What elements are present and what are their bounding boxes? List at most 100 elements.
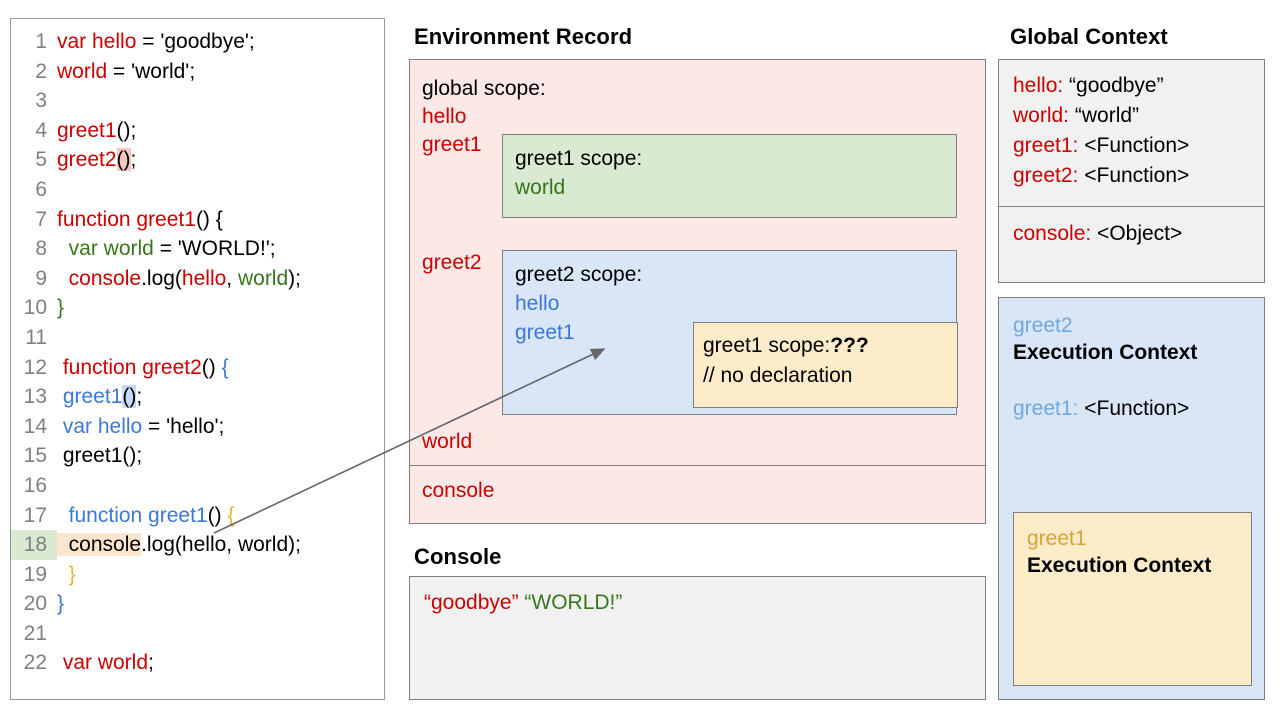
code-line-number: 20: [23, 592, 47, 616]
code-token: = 'hello';: [142, 414, 225, 438]
code-line-text: var world = 'WORLD!';: [57, 234, 276, 264]
code-line[interactable]: 15 greet1();: [11, 441, 384, 471]
code-token: var world: [57, 237, 154, 261]
environment-record-global-section: global scope: hello greet1 greet2 world …: [410, 60, 985, 466]
code-token: ();: [116, 118, 137, 142]
code-token: function greet1: [57, 207, 196, 231]
greet2-scope-var-hello: hello: [515, 292, 560, 315]
greet1-inner-scope-comment: // no declaration: [703, 364, 853, 387]
code-token: world: [237, 266, 289, 290]
code-line[interactable]: 3: [11, 86, 384, 116]
code-token: }: [57, 562, 76, 586]
global-context-panel: hello: “goodbye”world: “world”greet1: <F…: [998, 59, 1265, 283]
code-token: .log(hello, world);: [141, 533, 301, 557]
code-line[interactable]: 10}: [11, 293, 384, 323]
global-binding-value: <Function>: [1078, 164, 1190, 187]
code-line-number: 12: [23, 355, 47, 379]
code-token: ;: [130, 148, 137, 172]
global-context-title: Global Context: [1010, 24, 1168, 49]
code-line-number: 6: [35, 177, 47, 201]
code-line-text: }: [57, 560, 76, 590]
code-line[interactable]: 6: [11, 175, 384, 205]
code-line[interactable]: 19 }: [11, 560, 384, 590]
code-token: world: [57, 59, 108, 83]
code-token: greet2: [57, 148, 117, 172]
code-token: (): [201, 355, 222, 379]
console-panel: “goodbye” “WORLD!”: [409, 576, 986, 700]
code-line[interactable]: 12 function greet2() {: [11, 353, 384, 383]
code-line[interactable]: 14 var hello = 'hello';: [11, 412, 384, 442]
code-line-number: 11: [25, 325, 47, 349]
environment-record-console-section: console: [410, 466, 985, 523]
environment-record-title: Environment Record: [414, 24, 633, 49]
global-binding-key: greet1:: [1013, 134, 1079, 157]
code-line[interactable]: 20}: [11, 589, 384, 619]
greet2-ec-binding-key: greet1:: [1013, 397, 1079, 420]
greet2-execution-context-binding: greet1: <Function>: [1013, 397, 1189, 421]
code-line[interactable]: 11: [11, 323, 384, 353]
greet2-execution-context-subtitle: Execution Context: [1013, 341, 1198, 364]
global-scope-label: global scope:: [422, 77, 546, 100]
code-line-text: function greet2() {: [57, 353, 229, 383]
code-line[interactable]: 9 console.log(hello, world);: [11, 264, 384, 294]
code-line-text: greet1();: [57, 116, 136, 146]
code-token: greet1: [57, 385, 123, 409]
code-token: hello: [181, 266, 227, 290]
code-token: greet1: [57, 118, 117, 142]
code-token: console: [57, 533, 142, 557]
code-token: var hello: [57, 414, 143, 438]
code-token: () {: [195, 207, 223, 231]
global-context-binding-row: world: “world”: [1013, 101, 1264, 131]
env-binding-greet1: greet1: [422, 133, 482, 156]
code-line-number: 5: [35, 148, 47, 172]
code-line[interactable]: 18 console.log(hello, world);: [11, 530, 384, 560]
code-line-text: console.log(hello, world);: [57, 530, 301, 560]
global-console-value: <Object>: [1091, 222, 1183, 245]
code-line[interactable]: 8 var world = 'WORLD!';: [11, 234, 384, 264]
code-line[interactable]: 17 function greet1() {: [11, 501, 384, 531]
console-title: Console: [414, 544, 502, 569]
code-line-number: 17: [23, 503, 47, 527]
code-token: function greet2: [57, 355, 202, 379]
code-line-text: greet2();: [57, 145, 136, 175]
greet1-scope-box: greet1 scope: world: [502, 134, 957, 218]
console-output-token: “WORLD!”: [518, 591, 623, 614]
code-token: {: [221, 355, 229, 379]
global-console-key: console:: [1013, 222, 1092, 245]
global-binding-value: “world”: [1069, 104, 1140, 127]
greet2-scope-title: greet2 scope:: [515, 263, 643, 286]
code-token: function greet1: [57, 503, 208, 527]
code-token: .log(: [141, 266, 182, 290]
code-token: (): [207, 503, 228, 527]
global-context-binding-row: greet1: <Function>: [1013, 131, 1264, 161]
greet2-execution-context-name: greet2: [1013, 314, 1073, 337]
code-token: (): [122, 385, 137, 409]
greet2-ec-binding-value: <Function>: [1078, 397, 1190, 420]
code-token: var hello: [57, 30, 137, 53]
code-line-number: 13: [23, 385, 47, 409]
global-context-object-binding: console: <Object>: [999, 207, 1264, 249]
global-context-bindings: hello: “goodbye”world: “world”greet1: <F…: [999, 60, 1264, 207]
code-line[interactable]: 13 greet1();: [11, 382, 384, 412]
code-line-number: 9: [35, 266, 47, 290]
env-binding-hello: hello: [422, 105, 467, 128]
code-line[interactable]: 16: [11, 471, 384, 501]
code-line[interactable]: 22 var world;: [11, 648, 384, 678]
code-line-number: 10: [23, 296, 47, 320]
code-line-number: 16: [23, 473, 47, 497]
code-token: ,: [226, 266, 238, 290]
code-line-number: 15: [23, 444, 47, 468]
code-token: = 'world';: [107, 59, 196, 83]
code-line[interactable]: 21: [11, 619, 384, 649]
code-token: console: [57, 266, 142, 290]
greet1-scope-title: greet1 scope:: [515, 147, 643, 170]
code-line[interactable]: 5 greet2();: [11, 145, 384, 175]
greet2-scope-var-greet1: greet1: [515, 321, 575, 344]
code-token: }: [57, 296, 65, 320]
